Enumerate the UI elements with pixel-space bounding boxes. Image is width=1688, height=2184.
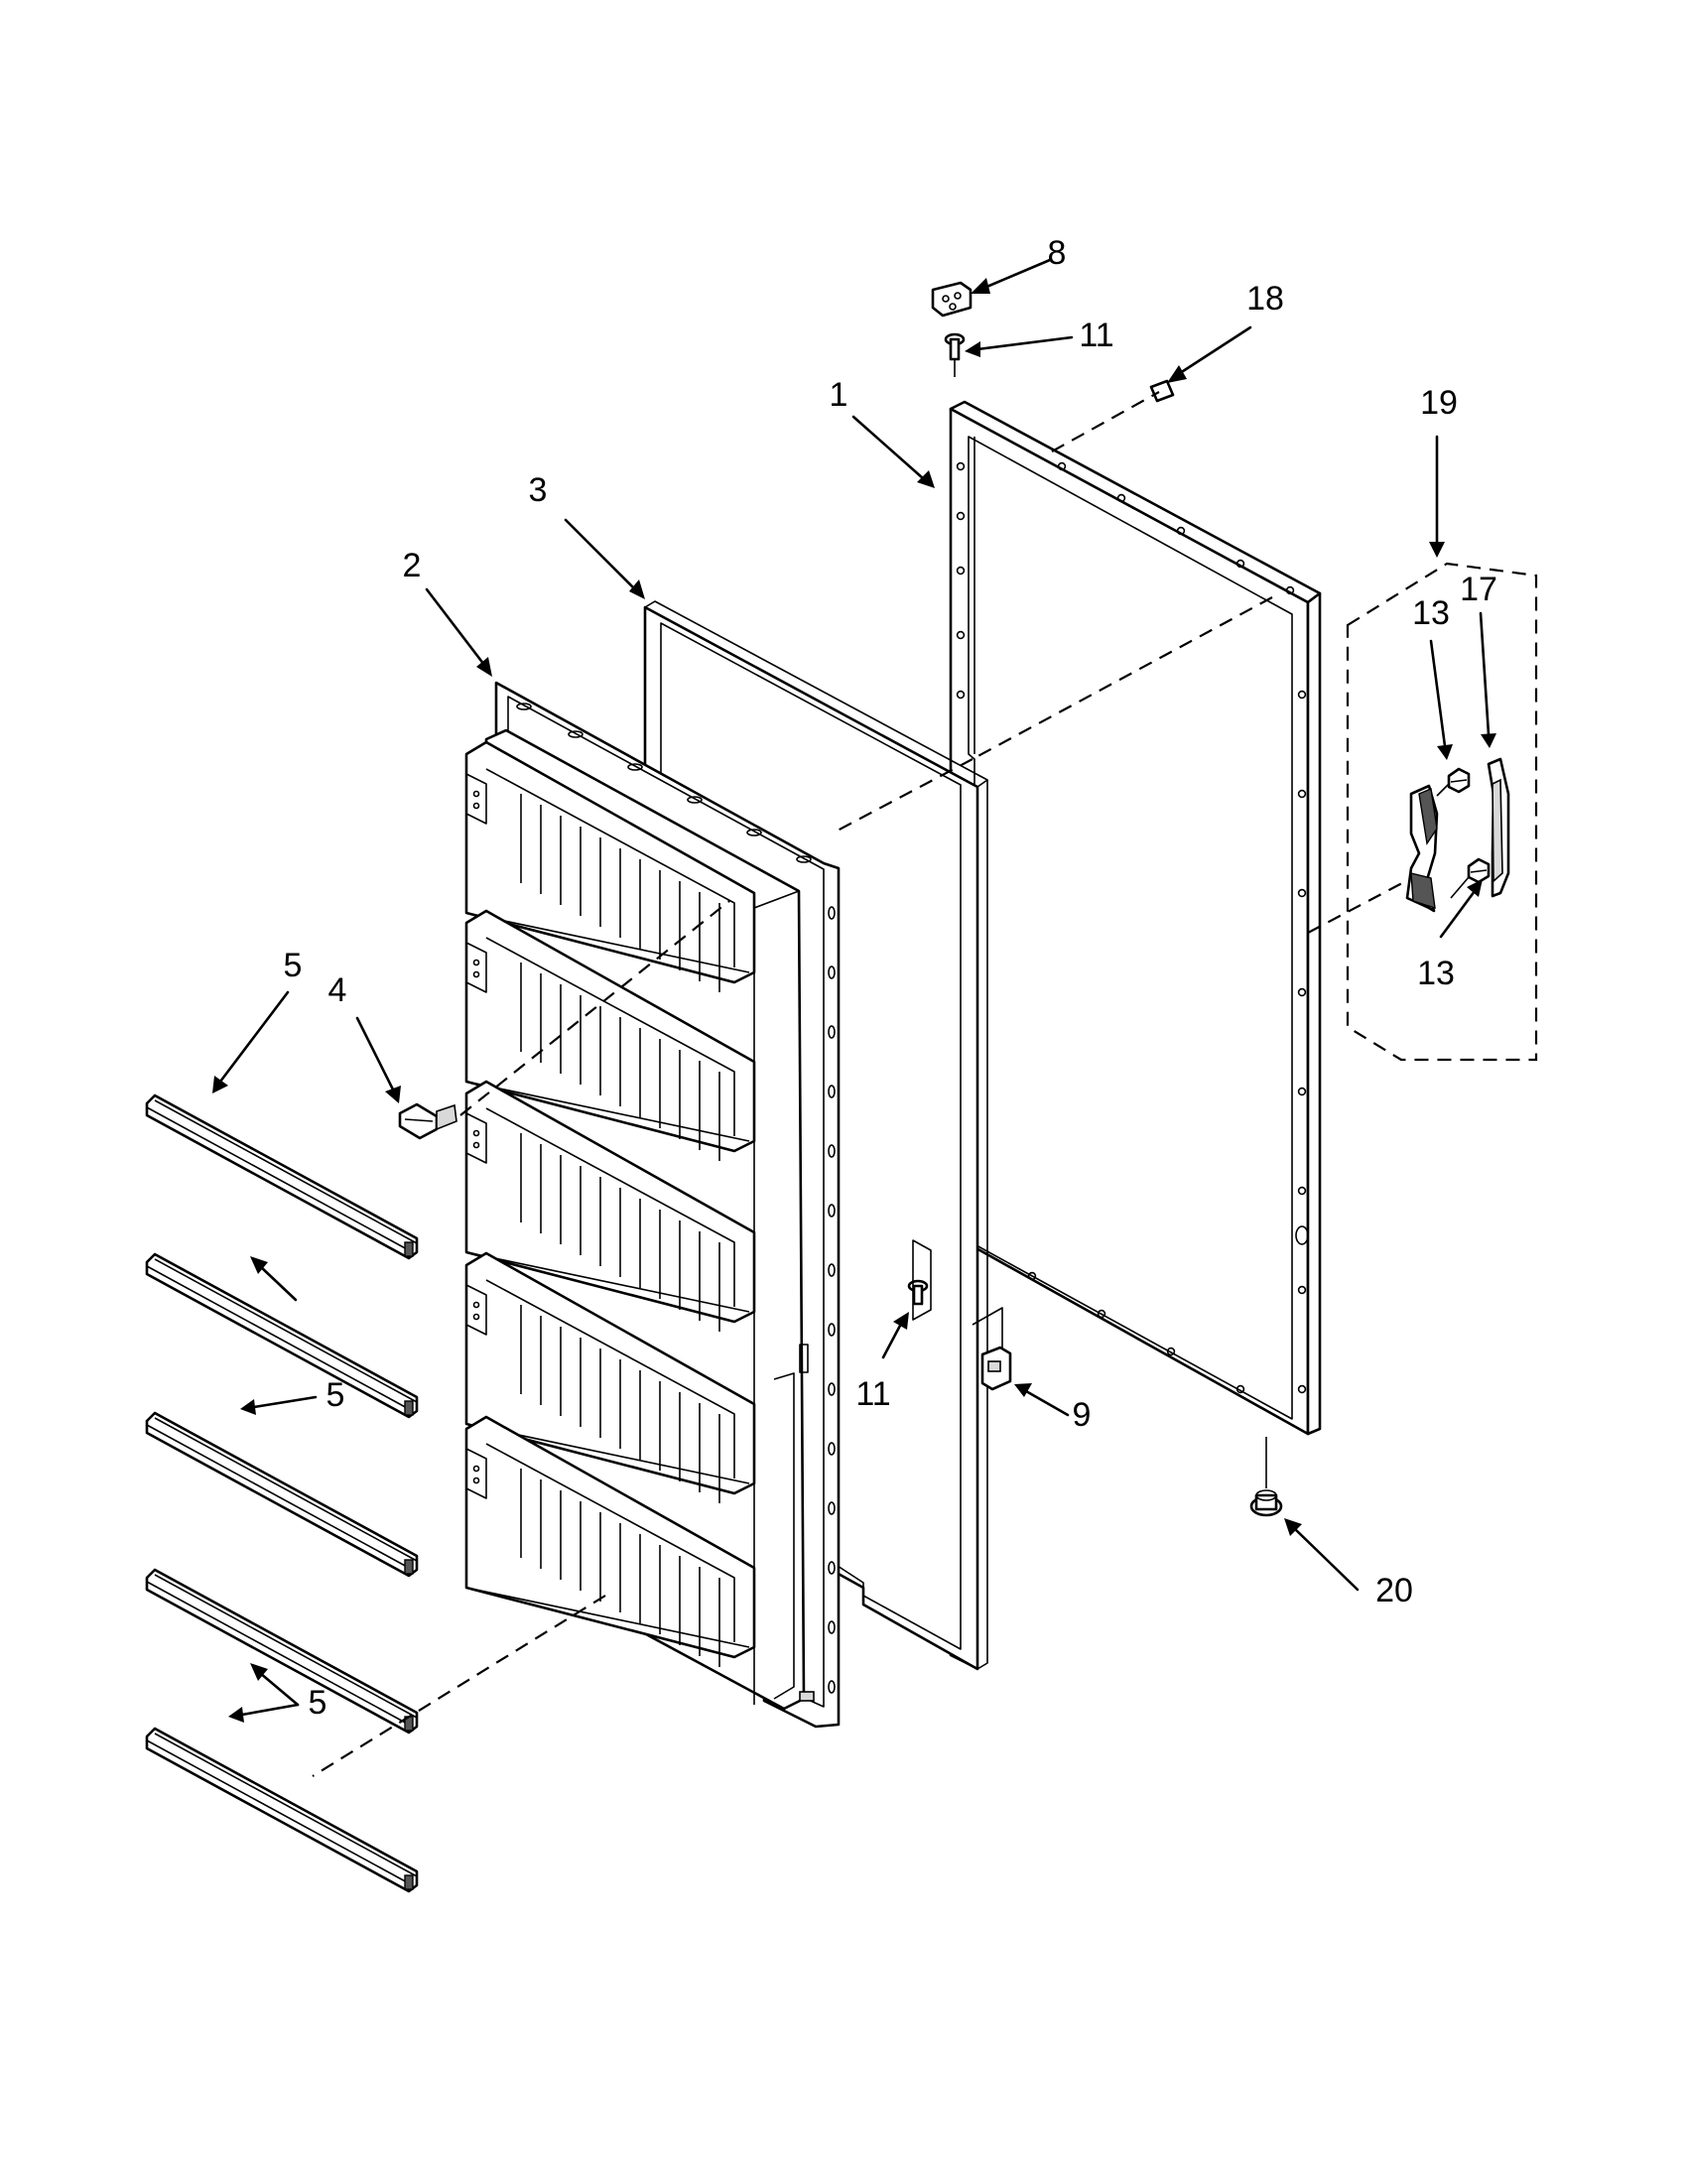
- shelf-bin-2: [464, 909, 756, 1161]
- callout-5-top: 5: [284, 947, 303, 984]
- hinge-screw-lower: [1467, 857, 1491, 884]
- shelf-bin-1: [464, 740, 756, 992]
- top-hinge-bracket-part-8: [931, 281, 973, 318]
- hinge-bushing-part-11-lower: [907, 1239, 932, 1321]
- callout-9: 9: [1073, 1396, 1092, 1434]
- callout-4: 4: [328, 971, 347, 1009]
- hinge-screw-upper: [1447, 767, 1471, 794]
- screw-part-4: [398, 1102, 457, 1140]
- assembly-dash-lines: [312, 391, 1403, 1777]
- callout-5-bottom: 5: [309, 1684, 327, 1722]
- retainer-bar-4: [145, 1568, 419, 1734]
- door-shelf-bins: [464, 740, 756, 1667]
- callout-8: 8: [1048, 234, 1067, 272]
- callout-11-top: 11: [1079, 317, 1113, 354]
- door-frame-part-1: [949, 400, 1322, 1669]
- callout-19: 19: [1420, 384, 1458, 422]
- retainer-bar-3: [145, 1411, 419, 1578]
- callout-13-upper: 13: [1412, 594, 1450, 632]
- shelf-bin-3: [464, 1080, 756, 1332]
- callout-17: 17: [1460, 571, 1497, 608]
- retainer-bar-2: [145, 1252, 419, 1419]
- shelf-bin-4: [464, 1251, 756, 1503]
- shelf-bin-5: [464, 1415, 756, 1667]
- lower-hinge-bracket-part-9: [972, 1307, 1012, 1391]
- callout-1: 1: [830, 376, 848, 414]
- callout-labels: 8 11 18 1 19 3 2 13 17 5 4 13 11 9 5 20 …: [284, 234, 1497, 1722]
- retainer-bar-1: [145, 1093, 419, 1260]
- leader-arrows: [212, 258, 1496, 1723]
- callout-18: 18: [1246, 280, 1284, 318]
- callout-3: 3: [529, 471, 548, 509]
- callout-13-lower: 13: [1417, 955, 1455, 992]
- bottom-plug-part-20: [1249, 1437, 1283, 1517]
- callout-20: 20: [1375, 1572, 1413, 1609]
- hinge-bushing-part-11-top: [944, 332, 966, 377]
- callout-11-lower: 11: [855, 1375, 890, 1413]
- door-liner-part-2: [464, 681, 841, 1729]
- hinge-assembly-part-19: [1346, 562, 1538, 1062]
- callout-2: 2: [403, 547, 422, 584]
- plug-button-part-18: [1149, 379, 1175, 403]
- callout-5-middle: 5: [326, 1376, 345, 1414]
- retainer-bar-5: [145, 1727, 419, 1893]
- shelf-retainer-bars-part-5: [145, 1093, 419, 1893]
